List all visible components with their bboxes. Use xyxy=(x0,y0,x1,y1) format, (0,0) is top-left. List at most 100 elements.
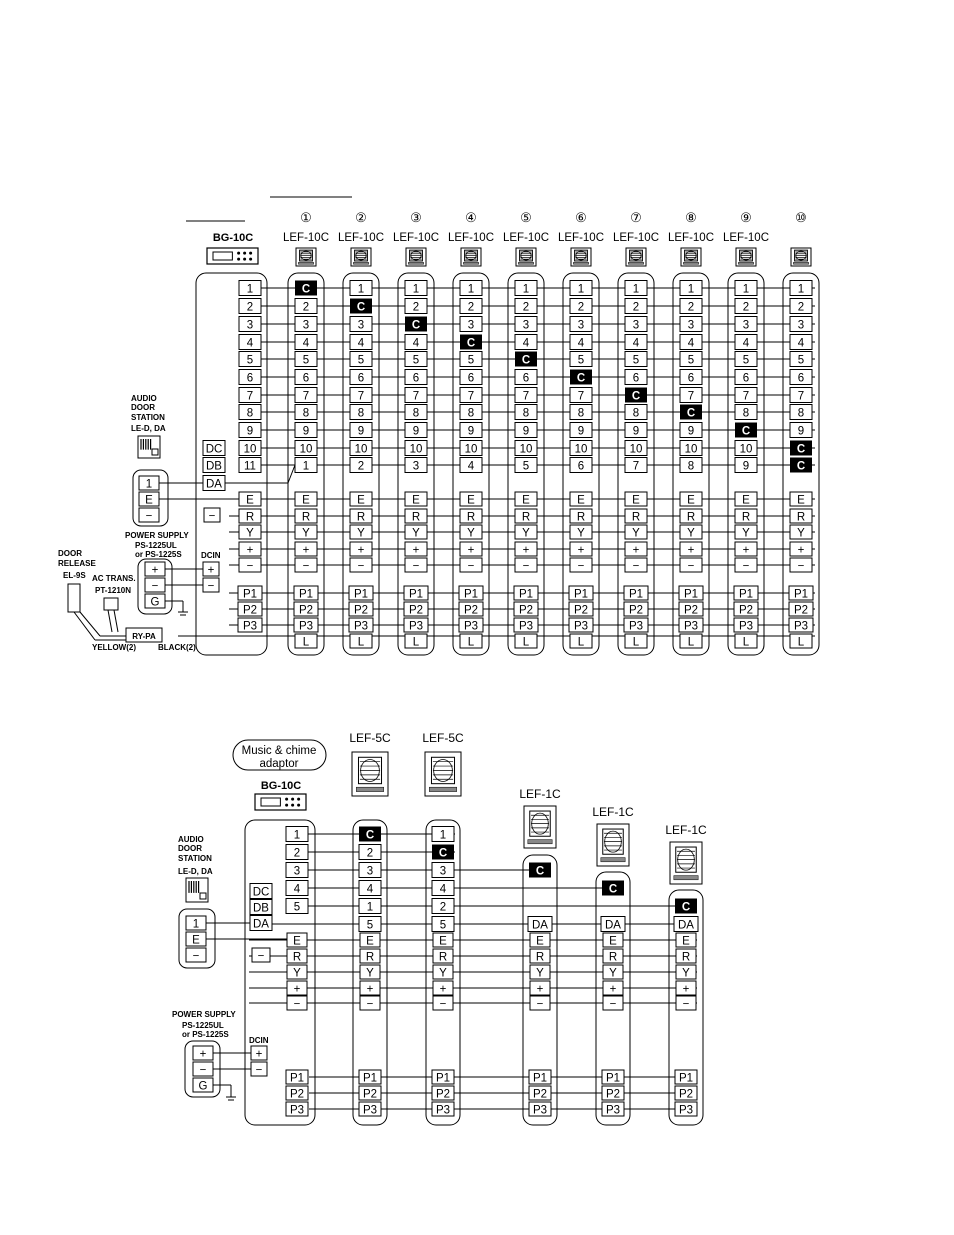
bus-terminal-label: R xyxy=(682,952,690,964)
bus-terminal-label: Y xyxy=(536,968,544,980)
station-terminal-label: 10 xyxy=(685,444,698,456)
station-terminal xyxy=(679,298,703,314)
power-terminal-label: P1 xyxy=(519,589,533,601)
station-terminal-label: 9 xyxy=(743,461,749,473)
bus-terminal-label: E xyxy=(366,936,374,948)
master-terminal xyxy=(238,387,262,403)
master-terminal-label: 7 xyxy=(247,391,253,403)
bus-terminal xyxy=(789,541,813,557)
bus-terminal-label: E xyxy=(632,495,640,507)
power-terminal-label: P2 xyxy=(464,605,478,617)
bus-terminal-label: + xyxy=(683,984,690,996)
bus-terminal xyxy=(675,980,697,996)
station-terminal-label: 7 xyxy=(413,391,419,403)
station-terminal xyxy=(734,440,758,456)
power-terminal xyxy=(788,601,814,617)
station-terminal xyxy=(624,369,648,385)
bus-terminal xyxy=(569,524,593,540)
audio-terminal-label: E xyxy=(145,495,153,507)
master-terminal xyxy=(238,316,262,332)
l-terminal-label: L xyxy=(633,637,640,649)
station-terminal-label: 2 xyxy=(633,302,639,314)
relay-label: RY-PA xyxy=(132,632,156,641)
station-terminal xyxy=(349,316,373,332)
bus-terminal-label: + xyxy=(358,545,365,557)
station-terminal xyxy=(734,457,758,473)
ps-terminal xyxy=(192,1061,214,1077)
power-terminal xyxy=(788,585,814,601)
bus-terminal xyxy=(294,524,318,540)
station-terminal-label: 1 xyxy=(468,284,474,296)
station-terminal-label: 4 xyxy=(523,338,530,350)
lef1c-icon xyxy=(669,841,703,885)
station-terminal xyxy=(569,457,593,473)
audio-door-text: DOOR xyxy=(178,844,202,853)
power-terminal-label: P1 xyxy=(629,589,643,601)
station-terminal xyxy=(459,404,483,420)
power-terminal xyxy=(458,617,484,633)
station-terminal-label: 4 xyxy=(743,338,750,350)
master-terminal-label: 3 xyxy=(294,866,300,878)
yellow-label: YELLOW(2) xyxy=(92,643,136,652)
bus-terminal-label: R xyxy=(412,512,420,524)
station-terminal xyxy=(789,422,813,438)
station-terminal xyxy=(404,334,428,350)
bus-terminal xyxy=(569,491,593,507)
station-enclosure xyxy=(595,871,631,1126)
audio-door-text: STATION xyxy=(131,413,165,422)
bus-terminal xyxy=(624,491,648,507)
master-terminal-label: 11 xyxy=(244,461,256,473)
station-terminal-label: 7 xyxy=(743,391,749,403)
bus-terminal-label: R xyxy=(687,512,695,524)
station-terminal-label: 3 xyxy=(413,461,419,473)
power-terminal-label: P2 xyxy=(409,605,423,617)
bus-terminal-label: E xyxy=(682,936,690,948)
lef5c-icon xyxy=(351,751,389,797)
power-terminal-label: P2 xyxy=(299,605,313,617)
station-terminal-label: 10 xyxy=(630,444,643,456)
station-terminal-label: 1 xyxy=(367,902,373,914)
bus-terminal-label: Y xyxy=(577,528,585,540)
power-terminal xyxy=(513,601,539,617)
station-enclosure xyxy=(342,272,380,656)
power-terminal-label: P3 xyxy=(684,621,698,633)
dc-terminal-label: DC xyxy=(206,444,223,456)
station-terminal xyxy=(789,316,813,332)
station-terminal xyxy=(294,457,318,473)
station-terminal xyxy=(459,298,483,314)
station-terminal-label: 6 xyxy=(688,373,694,385)
ps-terminal xyxy=(144,561,166,577)
master-bus-terminal xyxy=(286,980,308,996)
bus-terminal-label: − xyxy=(578,561,585,573)
bus-terminal xyxy=(529,964,551,980)
station-terminal-label: 4 xyxy=(440,884,447,896)
master-terminal-label: 9 xyxy=(247,426,253,438)
bus-terminal-label: Y xyxy=(797,528,805,540)
audio-terminal-label: 1 xyxy=(193,919,199,931)
power-terminal xyxy=(358,1101,382,1117)
power-terminal-label: P1 xyxy=(363,1073,377,1085)
station-terminal xyxy=(294,422,318,438)
station-terminal-label: 1 xyxy=(798,284,804,296)
power-terminal-label: P1 xyxy=(794,589,808,601)
l-terminal-label: L xyxy=(688,637,695,649)
bus-terminal xyxy=(432,995,454,1011)
master-power-terminal-label: P1 xyxy=(243,589,257,601)
power-terminal-label: P3 xyxy=(629,621,643,633)
ps-terminal-label: − xyxy=(152,581,159,593)
l-terminal-label: L xyxy=(578,637,585,649)
audio-door-enclosure xyxy=(132,469,169,527)
bus-terminal-label: R xyxy=(366,952,374,964)
station-terminal-label: 9 xyxy=(468,426,474,438)
master-power-terminal xyxy=(285,1069,309,1085)
bus-terminal xyxy=(734,491,758,507)
bus-terminal xyxy=(432,948,454,964)
master-terminal-label: 1 xyxy=(247,284,253,296)
l-terminal xyxy=(789,633,813,649)
bus-terminal-label: − xyxy=(683,999,690,1011)
bus-terminal xyxy=(432,932,454,948)
station-terminal-label: 5 xyxy=(440,920,446,932)
station-terminal-common-label: C xyxy=(467,338,475,350)
station-terminal-label: 4 xyxy=(688,338,695,350)
power-supply-enclosure xyxy=(137,558,173,615)
